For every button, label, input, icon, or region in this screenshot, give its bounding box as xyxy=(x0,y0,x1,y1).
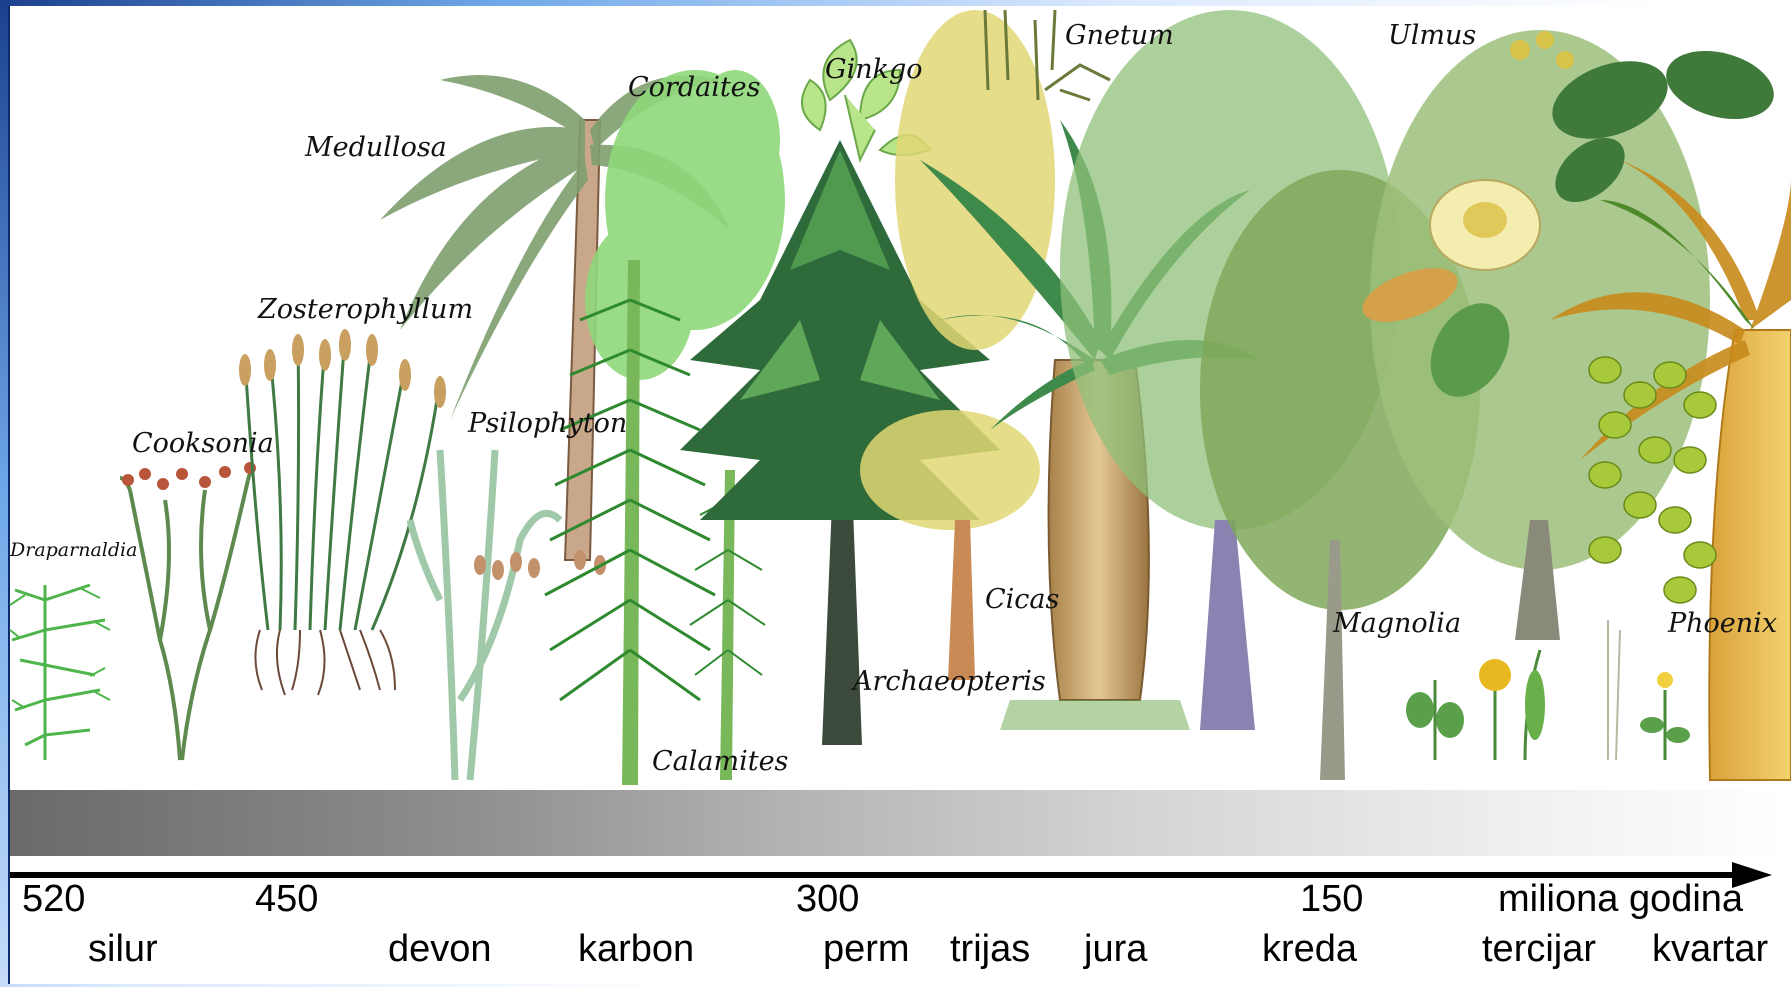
period-label-karbon: karbon xyxy=(578,930,694,968)
zosterophyllum-roots xyxy=(255,630,395,695)
plant-label-psilophyton: Psilophyton xyxy=(467,408,627,439)
period-label-tercijar: tercijar xyxy=(1482,930,1596,968)
draparnaldia-plant xyxy=(10,585,110,760)
small-herbs xyxy=(1406,620,1690,760)
psilophyton-plant xyxy=(410,450,560,780)
plant-label-ulmus: Ulmus xyxy=(1388,20,1476,51)
plant-label-magnolia: Magnolia xyxy=(1332,608,1461,639)
period-label-trijas: trijas xyxy=(950,930,1030,968)
plant-label-medullosa: Medullosa xyxy=(304,132,447,163)
plant-label-cicas: Cicas xyxy=(985,584,1059,615)
period-label-perm: perm xyxy=(823,930,910,968)
plant-label-draparnaldia: Draparnaldia xyxy=(9,539,137,561)
cooksonia-plant xyxy=(120,470,255,760)
plant-label-ginkgo: Ginkgo xyxy=(825,54,923,85)
cicas-trunk xyxy=(948,520,975,680)
period-label-devon: devon xyxy=(388,930,492,968)
plant-evolution-illustration: Draparnaldia Cooksonia Zosterophyllum Me… xyxy=(0,0,1791,790)
tick-label-300: 300 xyxy=(796,880,859,918)
tick-label-150: 150 xyxy=(1300,880,1363,918)
period-label-silur: silur xyxy=(88,930,158,968)
axis-unit-label: miliona godina xyxy=(1498,880,1743,918)
tick-label-450: 450 xyxy=(255,880,318,918)
plant-label-cordaites: Cordaites xyxy=(628,72,761,103)
plant-label-gnetum: Gnetum xyxy=(1065,20,1174,51)
plant-label-calamites: Calamites xyxy=(652,746,788,777)
period-label-jura: jura xyxy=(1084,930,1147,968)
period-label-kreda: kreda xyxy=(1262,930,1357,968)
cooksonia-sporangia xyxy=(122,462,256,490)
plant-label-archaeopteris: Archaeopteris xyxy=(850,666,1046,697)
plant-label-zosterophyllum: Zosterophyllum xyxy=(257,294,473,325)
tick-label-520: 520 xyxy=(22,880,85,918)
geologic-time-gradient-bar xyxy=(10,790,1780,856)
period-label-kvartar: kvartar xyxy=(1652,930,1768,968)
plant-label-cooksonia: Cooksonia xyxy=(132,428,274,459)
plant-label-phoenix: Phoenix xyxy=(1667,608,1777,639)
